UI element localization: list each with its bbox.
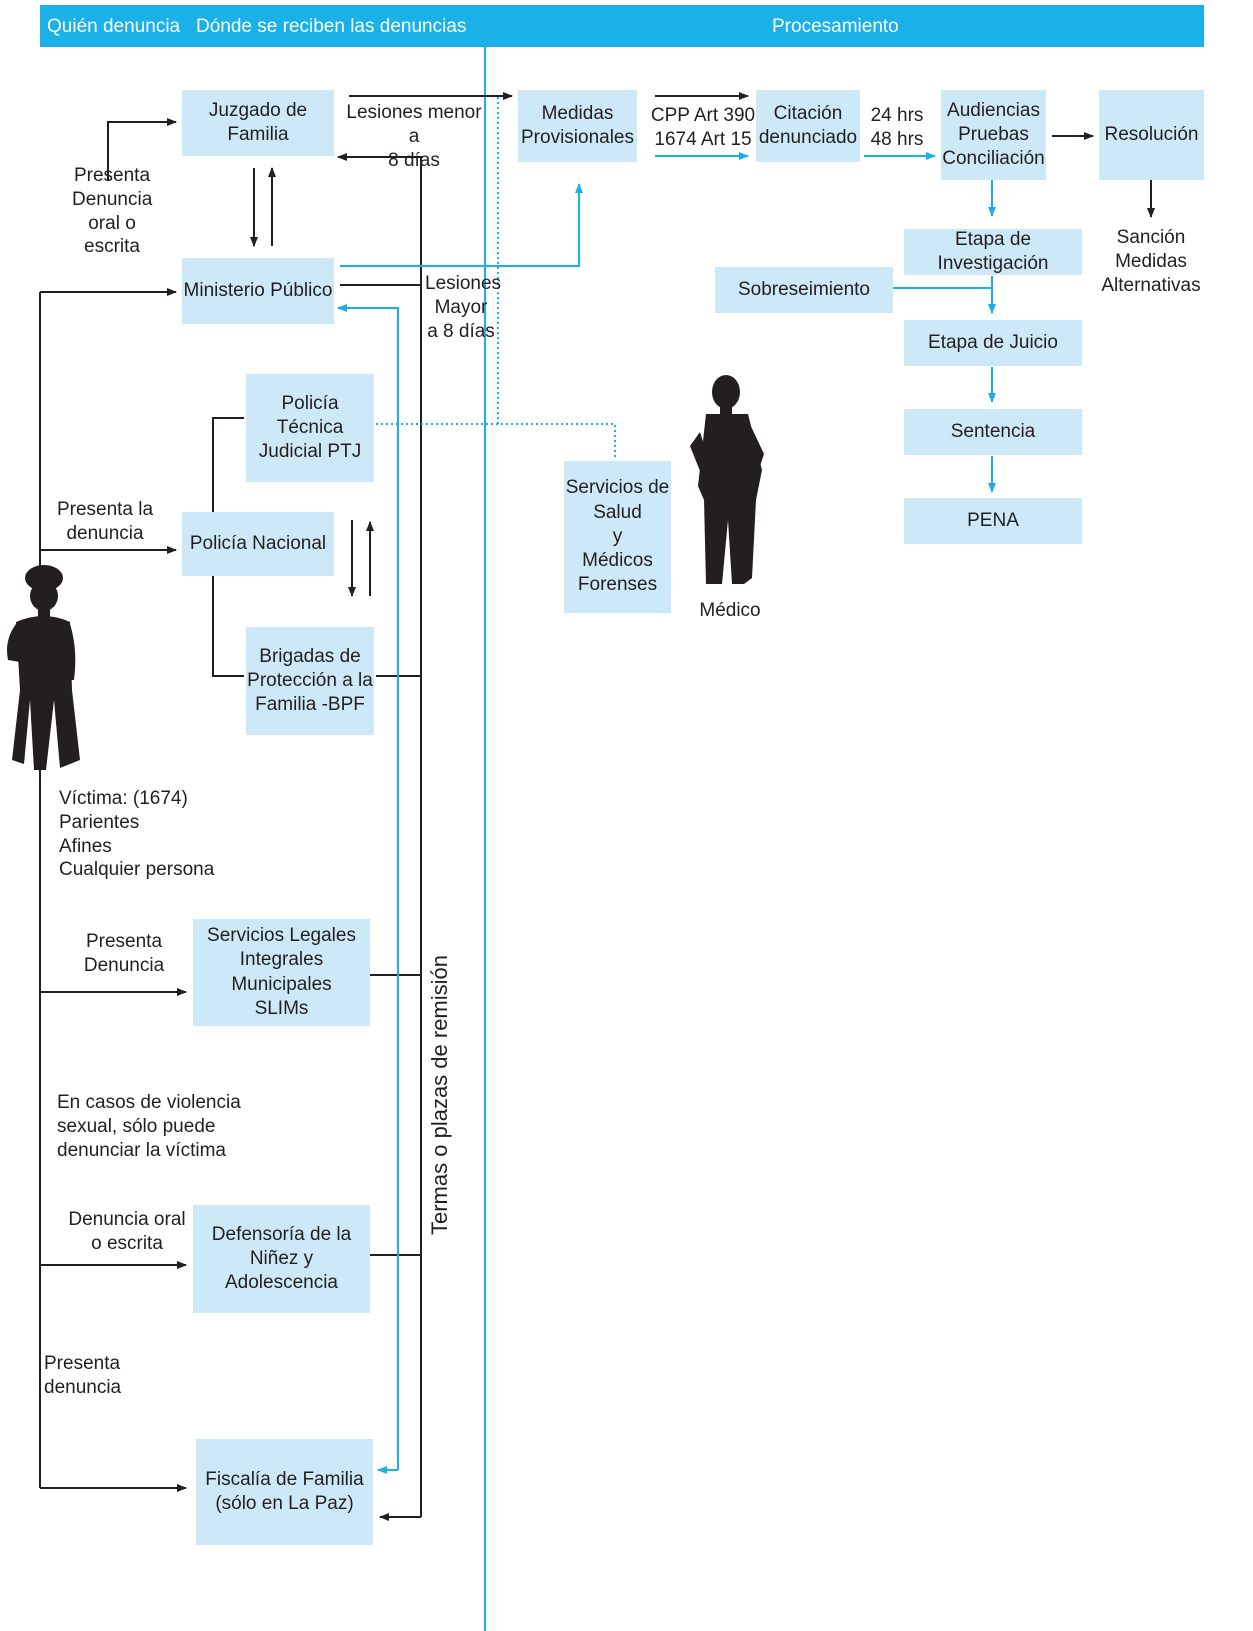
label-medico: Médico (699, 600, 761, 621)
box-ministerio-publico: Ministerio Público (182, 258, 334, 324)
label-presenta-denuncia-fiscalia: Presenta denuncia (44, 1353, 122, 1398)
label-denuncia-oral-escrita: Denuncia oral o escrita (68, 1209, 186, 1254)
label-victima: Víctima: (1674) Parientes Afines Cualqui… (59, 788, 215, 881)
label-presenta-la-denuncia: Presenta la denuncia (56, 499, 154, 544)
label-termas-plazas-remision: Termas o plazas de remisión (427, 954, 452, 1235)
box-policia-tecnica-judicial: Policía Técnica Judicial PTJ (246, 374, 374, 482)
box-pena: PENA (904, 498, 1082, 544)
box-sentencia: Sentencia (904, 409, 1082, 455)
box-citacion-denunciado: Citación denunciado (756, 90, 860, 162)
box-medidas-provisionales: Medidas Provisionales (518, 90, 637, 162)
remission-line-to-juzgado (337, 153, 422, 1517)
label-presenta-denuncia: Presenta Denuncia (83, 931, 165, 976)
box-defensoria: Defensoría de la Niñez y Adolescencia (193, 1205, 370, 1313)
box-fiscalia-de-familia: Fiscalía de Familia (sólo en La Paz) (196, 1439, 373, 1545)
box-slims: Servicios Legales Integrales Municipales… (193, 919, 370, 1026)
label-sancion-medidas: Sanción Medidas Alternativas (1101, 227, 1201, 296)
label-cpp-art: CPP Art 390 1674 Art 15 (650, 105, 756, 150)
box-sobreseimiento: Sobreseimiento (715, 267, 893, 313)
header-donde-se-reciben: Dónde se reciben las denuncias (196, 16, 467, 37)
box-servicios-de-salud: Servicios de Salud y Médicos Forenses (564, 461, 671, 613)
doctor-silhouette (690, 375, 764, 584)
header-quien-denuncia: Quién denuncia (47, 16, 181, 37)
box-etapa-de-investigacion: Etapa de Investigación (904, 229, 1082, 275)
blue-remission-to-ministerio (337, 304, 399, 1470)
arrow-ministerio-medidas (340, 183, 583, 267)
box-etapa-de-juicio: Etapa de Juicio (904, 320, 1082, 366)
box-audiencias: Audiencias Pruebas Conciliación (941, 90, 1046, 180)
label-lesiones-mayor: Lesiones Mayor a 8 días (425, 273, 502, 342)
arrow-to-juzgado (107, 118, 177, 180)
label-24-48-hrs: 24 hrs 48 hrs (870, 105, 924, 150)
label-violencia-sexual: En casos de violencia sexual, sólo puede… (57, 1092, 241, 1161)
header-procesamiento: Procesamiento (772, 16, 899, 37)
dotted-ptj-salud (376, 423, 616, 460)
box-juzgado-de-familia: Juzgado de Familia (182, 90, 334, 156)
box-policia-nacional: Policía Nacional (182, 512, 334, 576)
victim-silhouette (7, 565, 80, 770)
box-resolucion: Resolución (1099, 90, 1204, 180)
box-brigadas-proteccion-familia: Brigadas de Protección a la Familia -BPF (246, 627, 374, 735)
label-lesiones-menor: Lesiones menor a 8 días (346, 102, 482, 171)
header-bar (40, 5, 1204, 47)
label-presenta-denuncia-oral: Presenta Denuncia oral o escrita (72, 165, 153, 258)
